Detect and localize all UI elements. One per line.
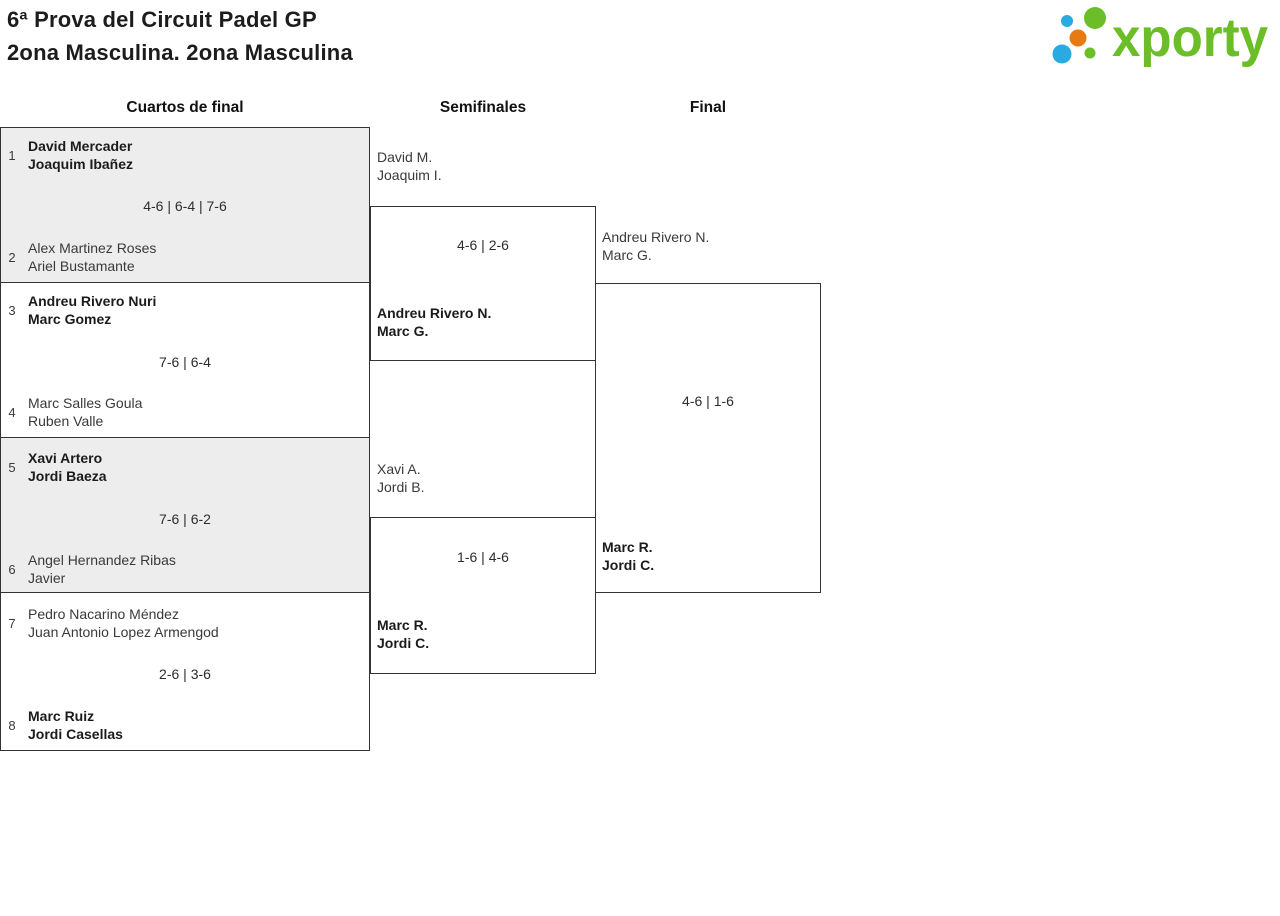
player-name: Ariel Bustamante [28,258,135,274]
qf4-score: 2-6 | 3-6 [159,666,211,682]
player-name: Marc Salles Goula [28,395,143,411]
final-team-bottom: Marc R. Jordi C. [602,538,654,574]
qf3-score: 7-6 | 6-2 [159,511,211,527]
player-name: Jordi Casellas [28,726,123,742]
player-name: Ruben Valle [28,413,104,429]
qf-match-1-box [0,127,370,283]
player-name: Angel Hernandez Ribas [28,552,176,568]
player-name: David M. [377,149,433,165]
final-match-box [595,283,821,593]
page-title-line2: 2ona Masculina. 2ona Masculina [7,40,353,65]
player-name: Jordi B. [377,479,425,495]
sf-match-2-box [370,517,596,674]
logo-dot-blue-large [1052,44,1072,64]
final-team-top: Andreu Rivero N. Marc G. [602,228,709,264]
player-name: Marc G. [602,247,652,263]
player-name: Xavi Artero [28,450,103,466]
player-name: Javier [28,570,66,586]
player-name: Marc R. [602,539,653,555]
round-header-quarterfinals: Cuartos de final [126,99,244,116]
player-name: Juan Antonio Lopez Armengod [28,624,219,640]
player-name: Joaquim Ibañez [28,156,134,172]
qf2-seed-bottom: 4 [8,404,16,420]
player-name: Andreu Rivero Nuri [28,293,157,309]
logo-wordmark: xporty [1112,8,1268,68]
logo-dot-green-small [1084,47,1096,59]
qf4-team-top: Pedro Nacarino Méndez Juan Antonio Lopez… [28,605,219,641]
qf2-team-bottom: Marc Salles Goula Ruben Valle [28,394,142,430]
sf2-team-bottom: Marc R. Jordi C. [377,616,429,652]
page-title: 6ª Prova del Circuit Padel GP 2ona Mascu… [7,3,353,69]
logo-dot-green-large [1084,7,1106,29]
qf-match-3-box [0,437,370,593]
qf2-seed-top: 3 [8,302,16,318]
qf2-score: 7-6 | 6-4 [159,354,211,370]
player-name: Alex Martinez Roses [28,240,157,256]
qf3-team-top: Xavi Artero Jordi Baeza [28,449,107,485]
sf2-team-top: Xavi A. Jordi B. [377,460,424,496]
player-name: Jordi C. [602,557,655,573]
sf1-team-top: David M. Joaquim I. [377,148,442,184]
xporty-logo-icon: xporty [1052,7,1268,68]
round-header-semifinals: Semifinales [439,99,527,116]
player-name: Marc Ruiz [28,708,95,724]
player-name: Jordi Baeza [28,468,107,484]
logo-dot-orange [1069,29,1087,47]
player-name: Andreu Rivero N. [377,305,492,321]
qf1-seed-top: 1 [8,147,16,163]
qf4-seed-bottom: 8 [8,717,16,733]
qf3-seed-top: 5 [8,459,16,475]
sf2-score: 1-6 | 4-6 [457,549,509,565]
qf1-seed-bottom: 2 [8,249,16,265]
player-name: Marc Gomez [28,311,112,327]
qf3-seed-bottom: 6 [8,561,16,577]
qf-match-4-box [0,592,370,751]
player-name: Pedro Nacarino Méndez [28,606,179,622]
player-name: Jordi C. [377,635,430,651]
player-name: David Mercader [28,138,133,154]
qf1-score: 4-6 | 6-4 | 7-6 [143,198,227,214]
qf3-team-bottom: Angel Hernandez Ribas Javier [28,551,176,587]
sf1-team-bottom: Andreu Rivero N. Marc G. [377,304,491,340]
player-name: Andreu Rivero N. [602,229,710,245]
qf2-team-top: Andreu Rivero Nuri Marc Gomez [28,292,156,328]
xporty-logo[interactable]: xporty [1042,3,1274,73]
sf1-score: 4-6 | 2-6 [457,237,509,253]
player-name: Xavi A. [377,461,421,477]
page-title-line1: 6ª Prova del Circuit Padel GP [7,7,317,32]
player-name: Joaquim I. [377,167,442,183]
final-score: 4-6 | 1-6 [682,393,734,409]
qf1-team-top: David Mercader Joaquim Ibañez [28,137,133,173]
round-header-final: Final [689,99,727,116]
qf1-team-bottom: Alex Martinez Roses Ariel Bustamante [28,239,156,275]
qf4-team-bottom: Marc Ruiz Jordi Casellas [28,707,123,743]
qf4-seed-top: 7 [8,615,16,631]
logo-dot-blue-small [1061,15,1073,27]
player-name: Marc G. [377,323,429,339]
player-name: Marc R. [377,617,428,633]
